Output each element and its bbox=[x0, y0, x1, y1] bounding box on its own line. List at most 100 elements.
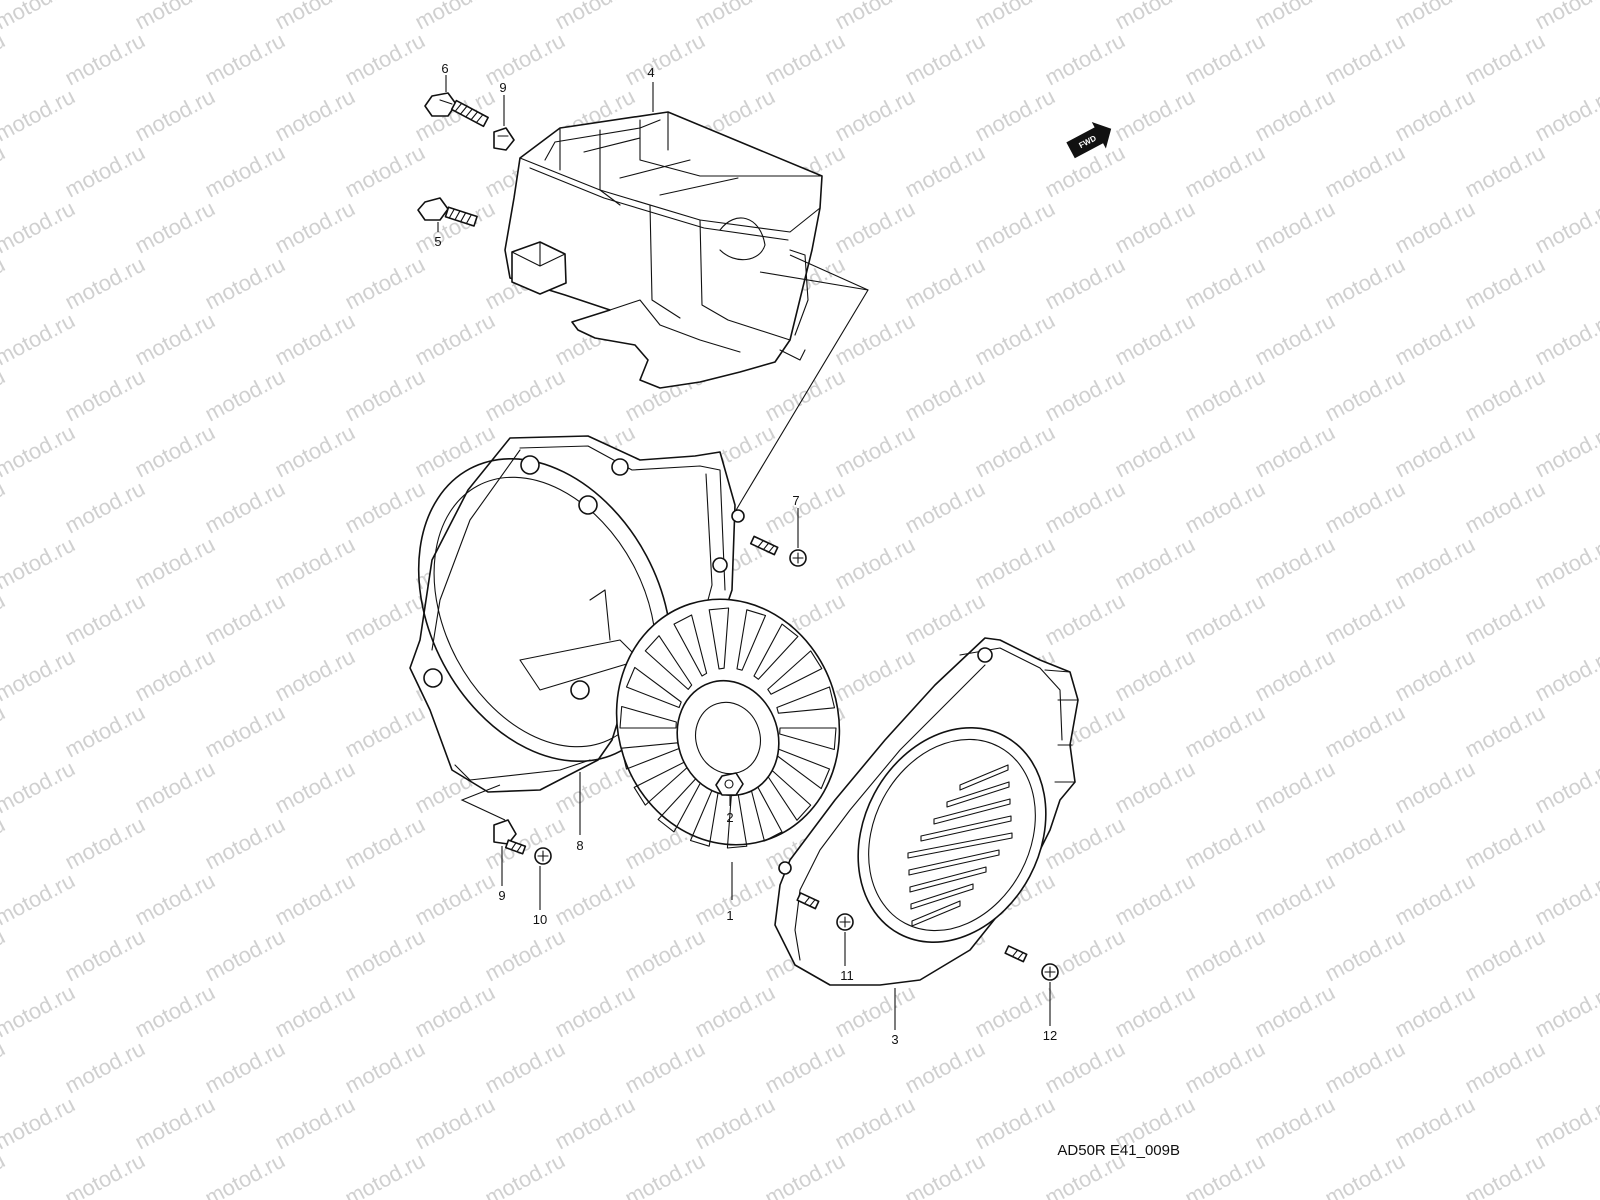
watermark-text: motod.ru bbox=[1531, 532, 1600, 595]
watermark-text: motod.ru bbox=[1391, 756, 1479, 819]
watermark-text: motod.ru bbox=[1111, 756, 1199, 819]
watermark-text: motod.ru bbox=[1391, 868, 1479, 931]
watermark-text: motod.ru bbox=[201, 364, 289, 427]
watermark-text: motod.ru bbox=[691, 868, 779, 931]
watermark-text: motod.ru bbox=[551, 0, 639, 34]
watermark-text: motod.ru bbox=[831, 420, 919, 483]
watermark-text: motod.ru bbox=[61, 28, 149, 91]
watermark-text: motod.ru bbox=[901, 476, 989, 539]
watermark-text: motod.ru bbox=[1461, 1036, 1549, 1099]
watermark-text: motod.ru bbox=[131, 644, 219, 707]
watermark-text: motod.ru bbox=[481, 1036, 569, 1099]
watermark-text: motod.ru bbox=[971, 0, 1059, 34]
watermark-text: motod.ru bbox=[0, 756, 79, 819]
watermark-text: motod.ru bbox=[1041, 812, 1129, 875]
watermark-text: motod.ru bbox=[0, 420, 79, 483]
part-1-cooling-fan bbox=[615, 598, 841, 849]
watermark-text: motod.ru bbox=[1461, 364, 1549, 427]
watermark-text: motod.ru bbox=[0, 196, 79, 259]
fan-blade bbox=[776, 686, 836, 714]
callout-3: 3 bbox=[891, 1032, 898, 1047]
watermark-text: motod.ru bbox=[691, 1092, 779, 1155]
watermark-text: motod.ru bbox=[1181, 700, 1269, 763]
callout-10: 10 bbox=[533, 912, 547, 927]
watermark-text: motod.ru bbox=[0, 308, 79, 371]
watermark-text: motod.ru bbox=[61, 364, 149, 427]
watermark-text: motod.ru bbox=[831, 980, 919, 1043]
watermark-text: motod.ru bbox=[901, 364, 989, 427]
watermark-text: motod.ru bbox=[341, 1148, 429, 1200]
watermark-text: motod.ru bbox=[271, 644, 359, 707]
watermark-text: motod.ru bbox=[1321, 364, 1409, 427]
watermark-text: motod.ru bbox=[411, 868, 499, 931]
watermark-text: motod.ru bbox=[1391, 420, 1479, 483]
watermark-text: motod.ru bbox=[131, 532, 219, 595]
fan-blade bbox=[644, 635, 693, 690]
watermark-text: motod.ru bbox=[201, 140, 289, 203]
fan-blade bbox=[779, 727, 837, 751]
watermark-text: motod.ru bbox=[1181, 924, 1269, 987]
watermark-text: motod.ru bbox=[1461, 588, 1549, 651]
watermark-text: motod.ru bbox=[1111, 980, 1199, 1043]
watermark-text: motod.ru bbox=[1181, 1148, 1269, 1200]
watermark-text: motod.ru bbox=[1531, 0, 1600, 34]
watermark-text: motod.ru bbox=[1391, 0, 1479, 34]
watermark-text: motod.ru bbox=[481, 28, 569, 91]
watermark-text: motod.ru bbox=[1041, 28, 1129, 91]
watermark-text: motod.ru bbox=[271, 1092, 359, 1155]
watermark-text: motod.ru bbox=[201, 476, 289, 539]
watermark-text: motod.ru bbox=[1251, 532, 1339, 595]
watermark-text: motod.ru bbox=[761, 28, 849, 91]
watermark-text: motod.ru bbox=[411, 84, 499, 147]
fan-blade bbox=[619, 705, 677, 729]
watermark-text: motod.ru bbox=[1251, 756, 1339, 819]
watermark-text: motod.ru bbox=[61, 700, 149, 763]
grille-slat bbox=[911, 900, 961, 927]
watermark-text: motod.ru bbox=[0, 812, 9, 875]
watermark-text: motod.ru bbox=[1111, 0, 1199, 34]
watermark-text: motod.ru bbox=[1461, 28, 1549, 91]
watermark-text: motod.ru bbox=[341, 252, 429, 315]
part-9-nut-upper bbox=[493, 127, 515, 151]
watermark-text: motod.ru bbox=[1321, 588, 1409, 651]
watermark-text: motod.ru bbox=[1251, 868, 1339, 931]
grille-slat bbox=[959, 764, 1009, 791]
watermark-text: motod.ru bbox=[1321, 476, 1409, 539]
watermark-text: motod.ru bbox=[131, 84, 219, 147]
watermark-text: motod.ru bbox=[341, 1036, 429, 1099]
fwd-arrow-icon: FWD bbox=[1066, 122, 1112, 159]
watermark-text: motod.ru bbox=[1041, 364, 1129, 427]
watermark-text: motod.ru bbox=[1181, 476, 1269, 539]
part-3-fan-cover bbox=[774, 637, 1079, 986]
watermark-text: motod.ru bbox=[1461, 252, 1549, 315]
grille-slat bbox=[908, 849, 1000, 876]
watermark-text: motod.ru bbox=[621, 1036, 709, 1099]
watermark-text: motod.ru bbox=[1391, 308, 1479, 371]
watermark-text: motod.ru bbox=[1251, 644, 1339, 707]
watermark-text: motod.ru bbox=[1181, 140, 1269, 203]
watermark-text: motod.ru bbox=[271, 532, 359, 595]
watermark-text: motod.ru bbox=[341, 700, 429, 763]
part-6-flange-bolt bbox=[424, 92, 489, 128]
watermark-text: motod.ru bbox=[0, 252, 9, 315]
watermark-text: motod.ru bbox=[1321, 924, 1409, 987]
watermark-text: motod.ru bbox=[131, 868, 219, 931]
watermark-text: motod.ru bbox=[831, 0, 919, 34]
watermark-text: motod.ru bbox=[1251, 196, 1339, 259]
watermark-text: motod.ru bbox=[1321, 1036, 1409, 1099]
watermark-text: motod.ru bbox=[551, 868, 639, 931]
callout-6: 6 bbox=[441, 61, 448, 76]
callout-labels: 1 2 3 4 5 6 7 8 9 9 10 11 12 bbox=[434, 61, 1057, 1047]
watermark-text: motod.ru bbox=[1391, 980, 1479, 1043]
watermark-text: motod.ru bbox=[1321, 700, 1409, 763]
watermark-text: motod.ru bbox=[1461, 812, 1549, 875]
watermark-text: motod.ru bbox=[901, 252, 989, 315]
watermark-text: motod.ru bbox=[621, 28, 709, 91]
watermark-text: motod.ru bbox=[1181, 28, 1269, 91]
watermark-text: motod.ru bbox=[0, 364, 9, 427]
watermark-text: motod.ru bbox=[1531, 196, 1600, 259]
watermark-text: motod.ru bbox=[1181, 364, 1269, 427]
watermark-text: motod.ru bbox=[201, 924, 289, 987]
watermark-text: motod.ru bbox=[621, 1148, 709, 1200]
